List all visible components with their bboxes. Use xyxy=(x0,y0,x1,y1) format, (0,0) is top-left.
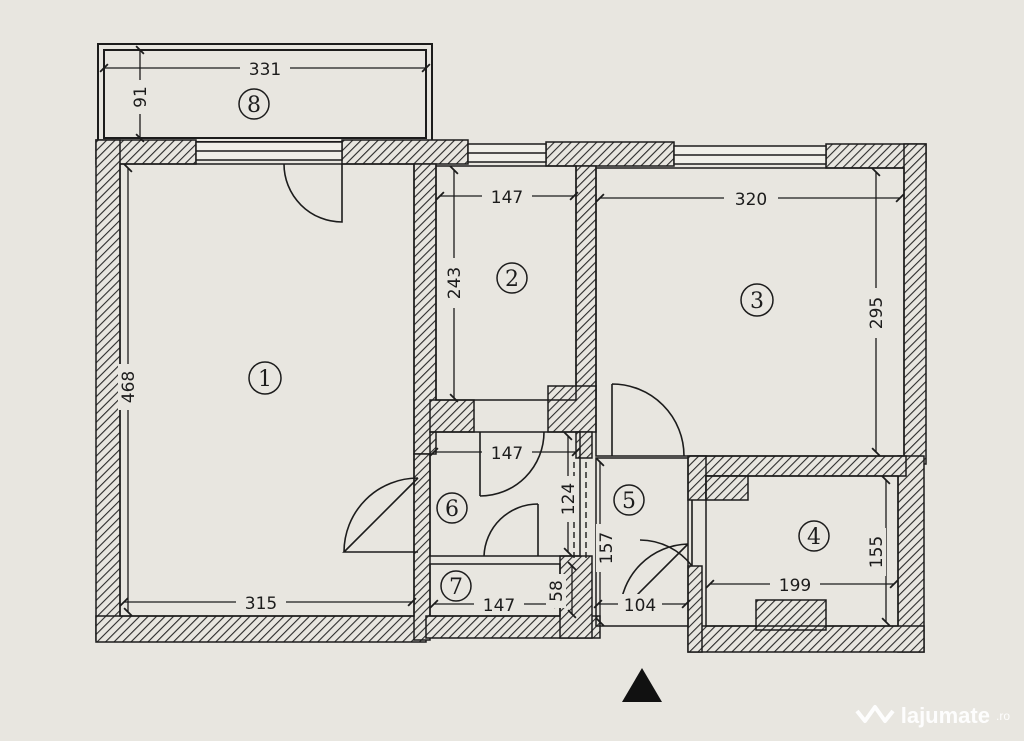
dim-balcony-depth: 91 xyxy=(131,86,151,108)
dim-room6-height: 124 xyxy=(559,483,579,515)
watermark-logo-icon xyxy=(855,701,895,731)
dimension-labels: 331 91 468 315 147 243 320 295 147 124 1… xyxy=(118,58,887,616)
room-4-label: 4 xyxy=(807,525,821,550)
entrance-arrow-icon xyxy=(622,668,662,702)
room-3-label: 3 xyxy=(750,289,764,314)
dim-room3-width: 320 xyxy=(735,190,767,210)
watermark: lajumate .ro xyxy=(855,701,1010,731)
dim-room1-height: 468 xyxy=(119,371,139,403)
dim-balcony-width: 331 xyxy=(249,60,281,80)
watermark-brand: lajumate xyxy=(900,703,990,728)
room-8-label: 8 xyxy=(247,93,261,118)
room-outlines xyxy=(119,163,905,627)
room-2-label: 2 xyxy=(505,267,519,292)
dim-room1-width: 315 xyxy=(245,594,277,614)
dim-room5-width: 104 xyxy=(624,596,656,616)
dim-room2-width: 147 xyxy=(491,188,523,208)
dim-room4-width: 199 xyxy=(779,576,811,596)
room-7-label: 7 xyxy=(449,575,463,600)
room-1-label: 1 xyxy=(258,367,272,392)
room-5-label: 5 xyxy=(622,489,636,514)
windows xyxy=(195,141,827,165)
dimension-lines xyxy=(99,45,905,627)
room-6-label: 6 xyxy=(445,497,459,522)
dim-room4-height: 155 xyxy=(867,536,887,568)
dim-room5-height: 157 xyxy=(597,532,617,564)
watermark-suffix: .ro xyxy=(995,709,1010,723)
dim-room2-height: 243 xyxy=(445,267,465,299)
dim-room7-width: 147 xyxy=(483,596,515,616)
room-labels xyxy=(238,88,830,602)
dim-room6-width: 147 xyxy=(491,444,523,464)
dim-room3-height: 295 xyxy=(867,297,887,329)
dim-room7-height: 58 xyxy=(547,580,567,602)
doors xyxy=(283,163,693,613)
